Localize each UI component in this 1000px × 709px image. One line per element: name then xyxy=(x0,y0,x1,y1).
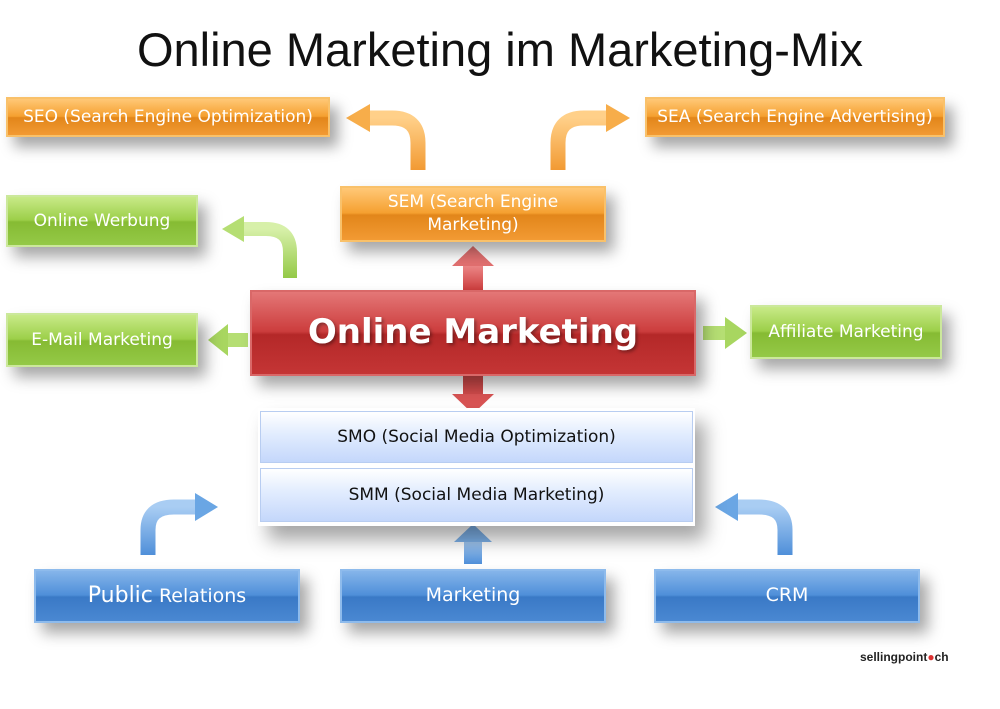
smm-label: SMM (Social Media Marketing) xyxy=(348,484,605,505)
to-smo-arrow xyxy=(452,376,494,414)
affiliate-marketing-box: Affiliate Marketing xyxy=(750,305,942,359)
logo-tld: ch xyxy=(934,650,949,664)
sem-box: SEM (Search Engine Marketing) xyxy=(340,186,606,242)
seo-label: SEO (Search Engine Optimization) xyxy=(23,106,313,127)
relations-word: Relations xyxy=(158,585,247,608)
crm-arrow xyxy=(715,493,793,555)
to-email-marketing-arrow xyxy=(208,324,248,356)
sea-box: SEA (Search Engine Advertising) xyxy=(645,97,945,137)
public-word: Public xyxy=(87,583,153,609)
online-werbung-label: Online Werbung xyxy=(33,210,171,231)
logo-dot-icon: ● xyxy=(927,650,935,664)
email-marketing-box: E-Mail Marketing xyxy=(6,313,198,367)
crm-label: CRM xyxy=(765,584,809,607)
email-marketing-label: E-Mail Marketing xyxy=(31,329,173,350)
online-marketing-box: Online Marketing xyxy=(250,290,696,376)
affiliate-marketing-label: Affiliate Marketing xyxy=(768,321,924,342)
to-sem-arrow xyxy=(452,246,494,290)
seo-box: SEO (Search Engine Optimization) xyxy=(6,97,330,137)
to-online-werbung-arrow xyxy=(222,216,297,278)
marketing-arrow xyxy=(454,524,492,564)
to-affiliate-marketing-arrow xyxy=(703,317,747,349)
smo-box: SMO (Social Media Optimization) xyxy=(260,411,693,463)
crm-box: CRM xyxy=(654,569,920,623)
public-relations-box: Public Relations xyxy=(34,569,300,623)
marketing-box: Marketing xyxy=(340,569,606,623)
smm-box: SMM (Social Media Marketing) xyxy=(260,468,693,522)
sea-label: SEA (Search Engine Advertising) xyxy=(657,106,933,127)
sem-to-seo-arrow xyxy=(346,104,426,170)
smo-label: SMO (Social Media Optimization) xyxy=(337,426,616,447)
public-relations-label: Public Relations xyxy=(88,581,246,611)
sem-label: SEM (Search Engine Marketing) xyxy=(387,192,559,235)
online-marketing-label: Online Marketing xyxy=(307,312,639,353)
sellingpoint-logo: sellingpoint●ch xyxy=(860,650,949,664)
diagram-title: Online Marketing im Marketing-Mix xyxy=(136,23,864,76)
public-relations-arrow xyxy=(140,493,218,555)
online-werbung-box: Online Werbung xyxy=(6,195,198,247)
marketing-label: Marketing xyxy=(425,584,521,607)
logo-brand: sellingpoint xyxy=(860,650,928,664)
sem-to-sea-arrow xyxy=(550,104,630,170)
